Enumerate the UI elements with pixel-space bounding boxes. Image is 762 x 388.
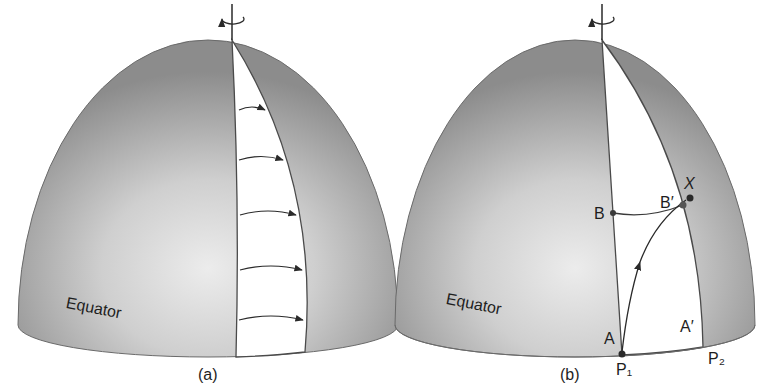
rotation-axis	[601, 4, 603, 40]
rotation-arrow	[592, 17, 614, 24]
hemisphere	[18, 40, 398, 357]
panel-label: (b)	[560, 366, 580, 384]
velocity-arrow	[240, 211, 296, 215]
velocity-arrow	[239, 316, 303, 320]
point-label: P₁	[616, 361, 632, 379]
velocity-arrow	[239, 107, 265, 110]
hemisphere	[395, 40, 755, 357]
point-dot	[619, 351, 626, 358]
point-label: B′	[660, 194, 674, 212]
velocity-arrow	[239, 157, 283, 161]
meridian-strip	[602, 40, 703, 355]
panel-label: (a)	[198, 366, 218, 384]
equator-line	[395, 325, 755, 357]
point-label: A	[604, 330, 615, 348]
rotation-arrow	[222, 17, 244, 24]
point-dot	[680, 202, 687, 209]
point-label: P₂	[708, 350, 725, 368]
meridian-strip	[232, 40, 307, 357]
point-dot	[610, 210, 616, 216]
point-label: A′	[680, 318, 694, 336]
rotation-axis	[231, 4, 233, 40]
point-label: B	[594, 205, 605, 223]
point-label: X	[684, 175, 695, 193]
velocity-arrow	[240, 266, 302, 270]
trajectory-arrow	[622, 262, 640, 352]
velocity-arrows	[239, 107, 303, 320]
point-dot	[687, 195, 694, 202]
equator-label: Equator	[445, 290, 503, 318]
equator-label: Equator	[65, 294, 123, 322]
